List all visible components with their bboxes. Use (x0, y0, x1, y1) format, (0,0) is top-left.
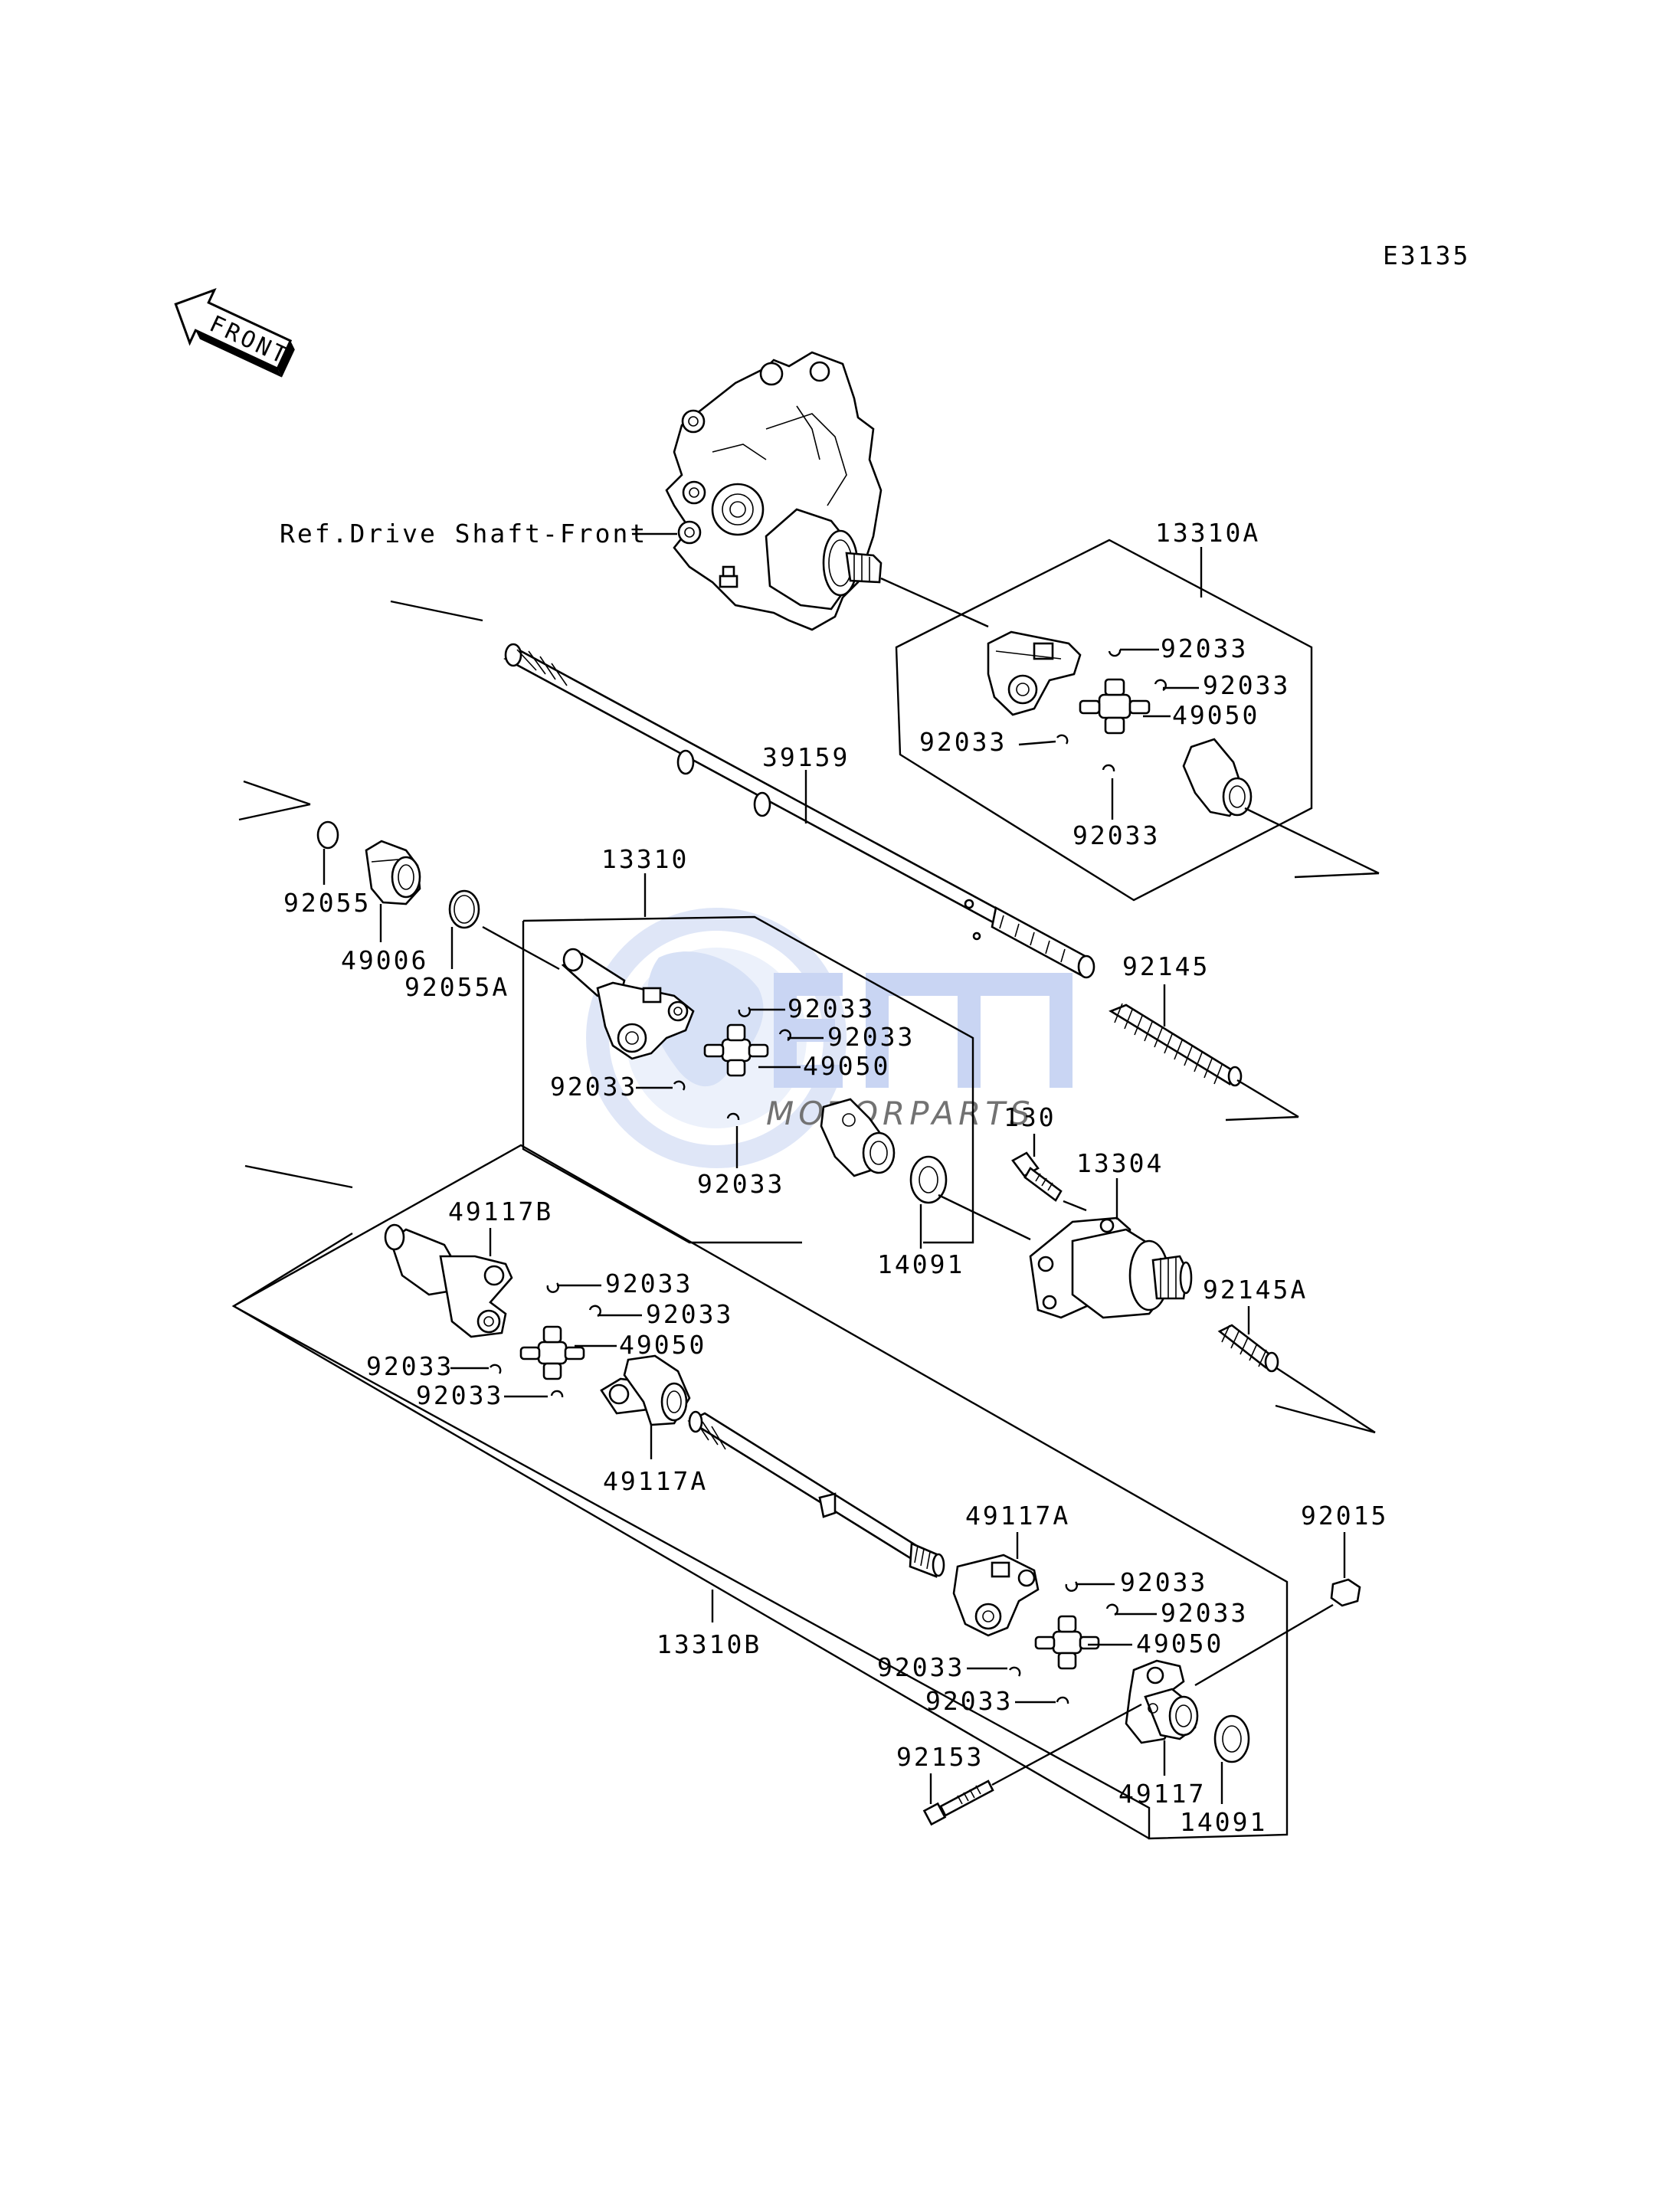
label-49117A-b: 49117A (965, 1501, 1070, 1531)
label-92055A: 92055A (404, 972, 509, 1002)
housing-13304 (1029, 1216, 1193, 1319)
watermark-subtext: MOTORPARTS (766, 1095, 1035, 1132)
label-13310A: 13310A (1155, 518, 1260, 548)
spring-icon (1109, 1003, 1243, 1087)
ref-drive-shaft-label: Ref.Drive Shaft-Front (280, 519, 647, 548)
label-14091-b: 14091 (1180, 1807, 1267, 1837)
long-bolt-icon (922, 1780, 994, 1826)
label-92033-n: 92033 (1161, 1598, 1248, 1628)
propeller-shaft (503, 643, 1095, 979)
label-92033-p: 92033 (925, 1686, 1013, 1716)
label-92033-i: 92033 (605, 1269, 693, 1298)
cross-joint-middle (703, 1023, 769, 1077)
washer-middle (909, 1155, 948, 1204)
label-92033-m: 92033 (1120, 1567, 1207, 1597)
cross-joint-lower (519, 1325, 585, 1380)
washer-lower (1213, 1714, 1250, 1763)
label-13310: 13310 (601, 844, 689, 874)
label-92033-l: 92033 (416, 1380, 503, 1410)
middle-yoke (561, 948, 695, 1060)
label-92145: 92145 (1122, 951, 1210, 981)
yoke-49117B (384, 1223, 513, 1338)
label-92055: 92055 (283, 888, 371, 918)
label-92145A: 92145A (1203, 1275, 1308, 1305)
label-92033-k: 92033 (366, 1351, 454, 1381)
label-49117: 49117 (1118, 1779, 1206, 1809)
label-130: 130 (1004, 1102, 1056, 1132)
label-92153: 92153 (896, 1742, 984, 1772)
assembly-box-13310 (522, 921, 802, 1244)
label-92033-c: 92033 (919, 727, 1007, 757)
label-92033-h: 92033 (697, 1169, 784, 1199)
bolt-icon (1011, 1151, 1063, 1202)
lower-shaft (687, 1410, 945, 1578)
label-92033-o: 92033 (877, 1652, 964, 1682)
label-49050-d: 49050 (1136, 1629, 1223, 1658)
label-49117B: 49117B (448, 1197, 553, 1226)
middle-yoke-b (820, 1098, 896, 1177)
assembly-box-13310B (231, 1144, 1289, 1840)
label-92033-g: 92033 (550, 1072, 637, 1102)
label-49006: 49006 (341, 945, 428, 975)
yoke-49117 (1125, 1659, 1199, 1744)
assembly-box-13310A (895, 539, 1313, 902)
label-92033-a: 92033 (1161, 634, 1248, 663)
final-gear-case-icon (665, 351, 883, 631)
oring-small (316, 820, 339, 850)
label-92033-j: 92033 (646, 1299, 733, 1329)
label-49050-c: 49050 (619, 1330, 706, 1360)
label-92033-f: 92033 (827, 1022, 915, 1052)
label-92033-b: 92033 (1203, 670, 1290, 700)
drawing-code: E3135 (1383, 241, 1470, 270)
cross-joint-right (1034, 1615, 1100, 1670)
label-49050-b: 49050 (803, 1051, 890, 1081)
yoke-49117A-right (952, 1554, 1040, 1637)
label-49117A-a: 49117A (603, 1466, 708, 1496)
universal-joint-icon (987, 630, 1253, 817)
nut-icon (1330, 1578, 1361, 1607)
spring-short (1217, 1324, 1279, 1373)
front-arrow-icon: FRONT (174, 288, 295, 378)
label-49050-a: 49050 (1172, 700, 1259, 730)
boot-49006 (365, 840, 421, 905)
label-92015: 92015 (1301, 1501, 1388, 1531)
label-13304: 13304 (1076, 1148, 1164, 1178)
label-14091-a: 14091 (877, 1249, 964, 1279)
label-39159: 39159 (762, 742, 850, 772)
yoke-49117A-left (600, 1354, 691, 1426)
label-92033-d: 92033 (1073, 820, 1160, 850)
label-13310B: 13310B (657, 1629, 761, 1659)
label-92033-e: 92033 (788, 994, 875, 1023)
